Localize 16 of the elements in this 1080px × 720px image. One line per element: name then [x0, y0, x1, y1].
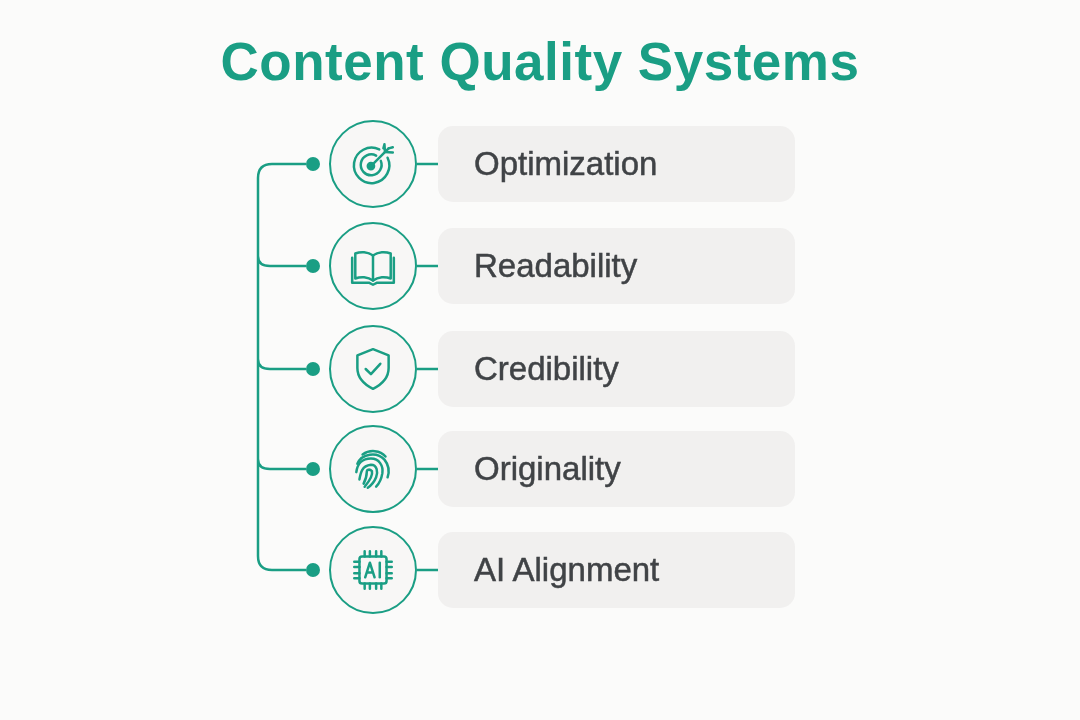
connector-line: [417, 568, 438, 572]
connector-line: [417, 367, 438, 371]
label-card: [438, 126, 795, 202]
item-label: Readability: [474, 246, 638, 286]
label-card: [438, 431, 795, 507]
connector-line: [417, 264, 438, 268]
label-card: [438, 228, 795, 304]
title: Content Quality Systems: [220, 31, 860, 93]
item-label: AI Alignment: [474, 550, 660, 590]
connector-line: [417, 162, 438, 166]
item-label: Originality: [474, 449, 621, 489]
label-card: [438, 331, 795, 407]
item-label: Optimization: [474, 144, 658, 184]
label-card: [438, 532, 795, 608]
item-label: Credibility: [474, 349, 619, 389]
connector-line: [417, 467, 438, 471]
